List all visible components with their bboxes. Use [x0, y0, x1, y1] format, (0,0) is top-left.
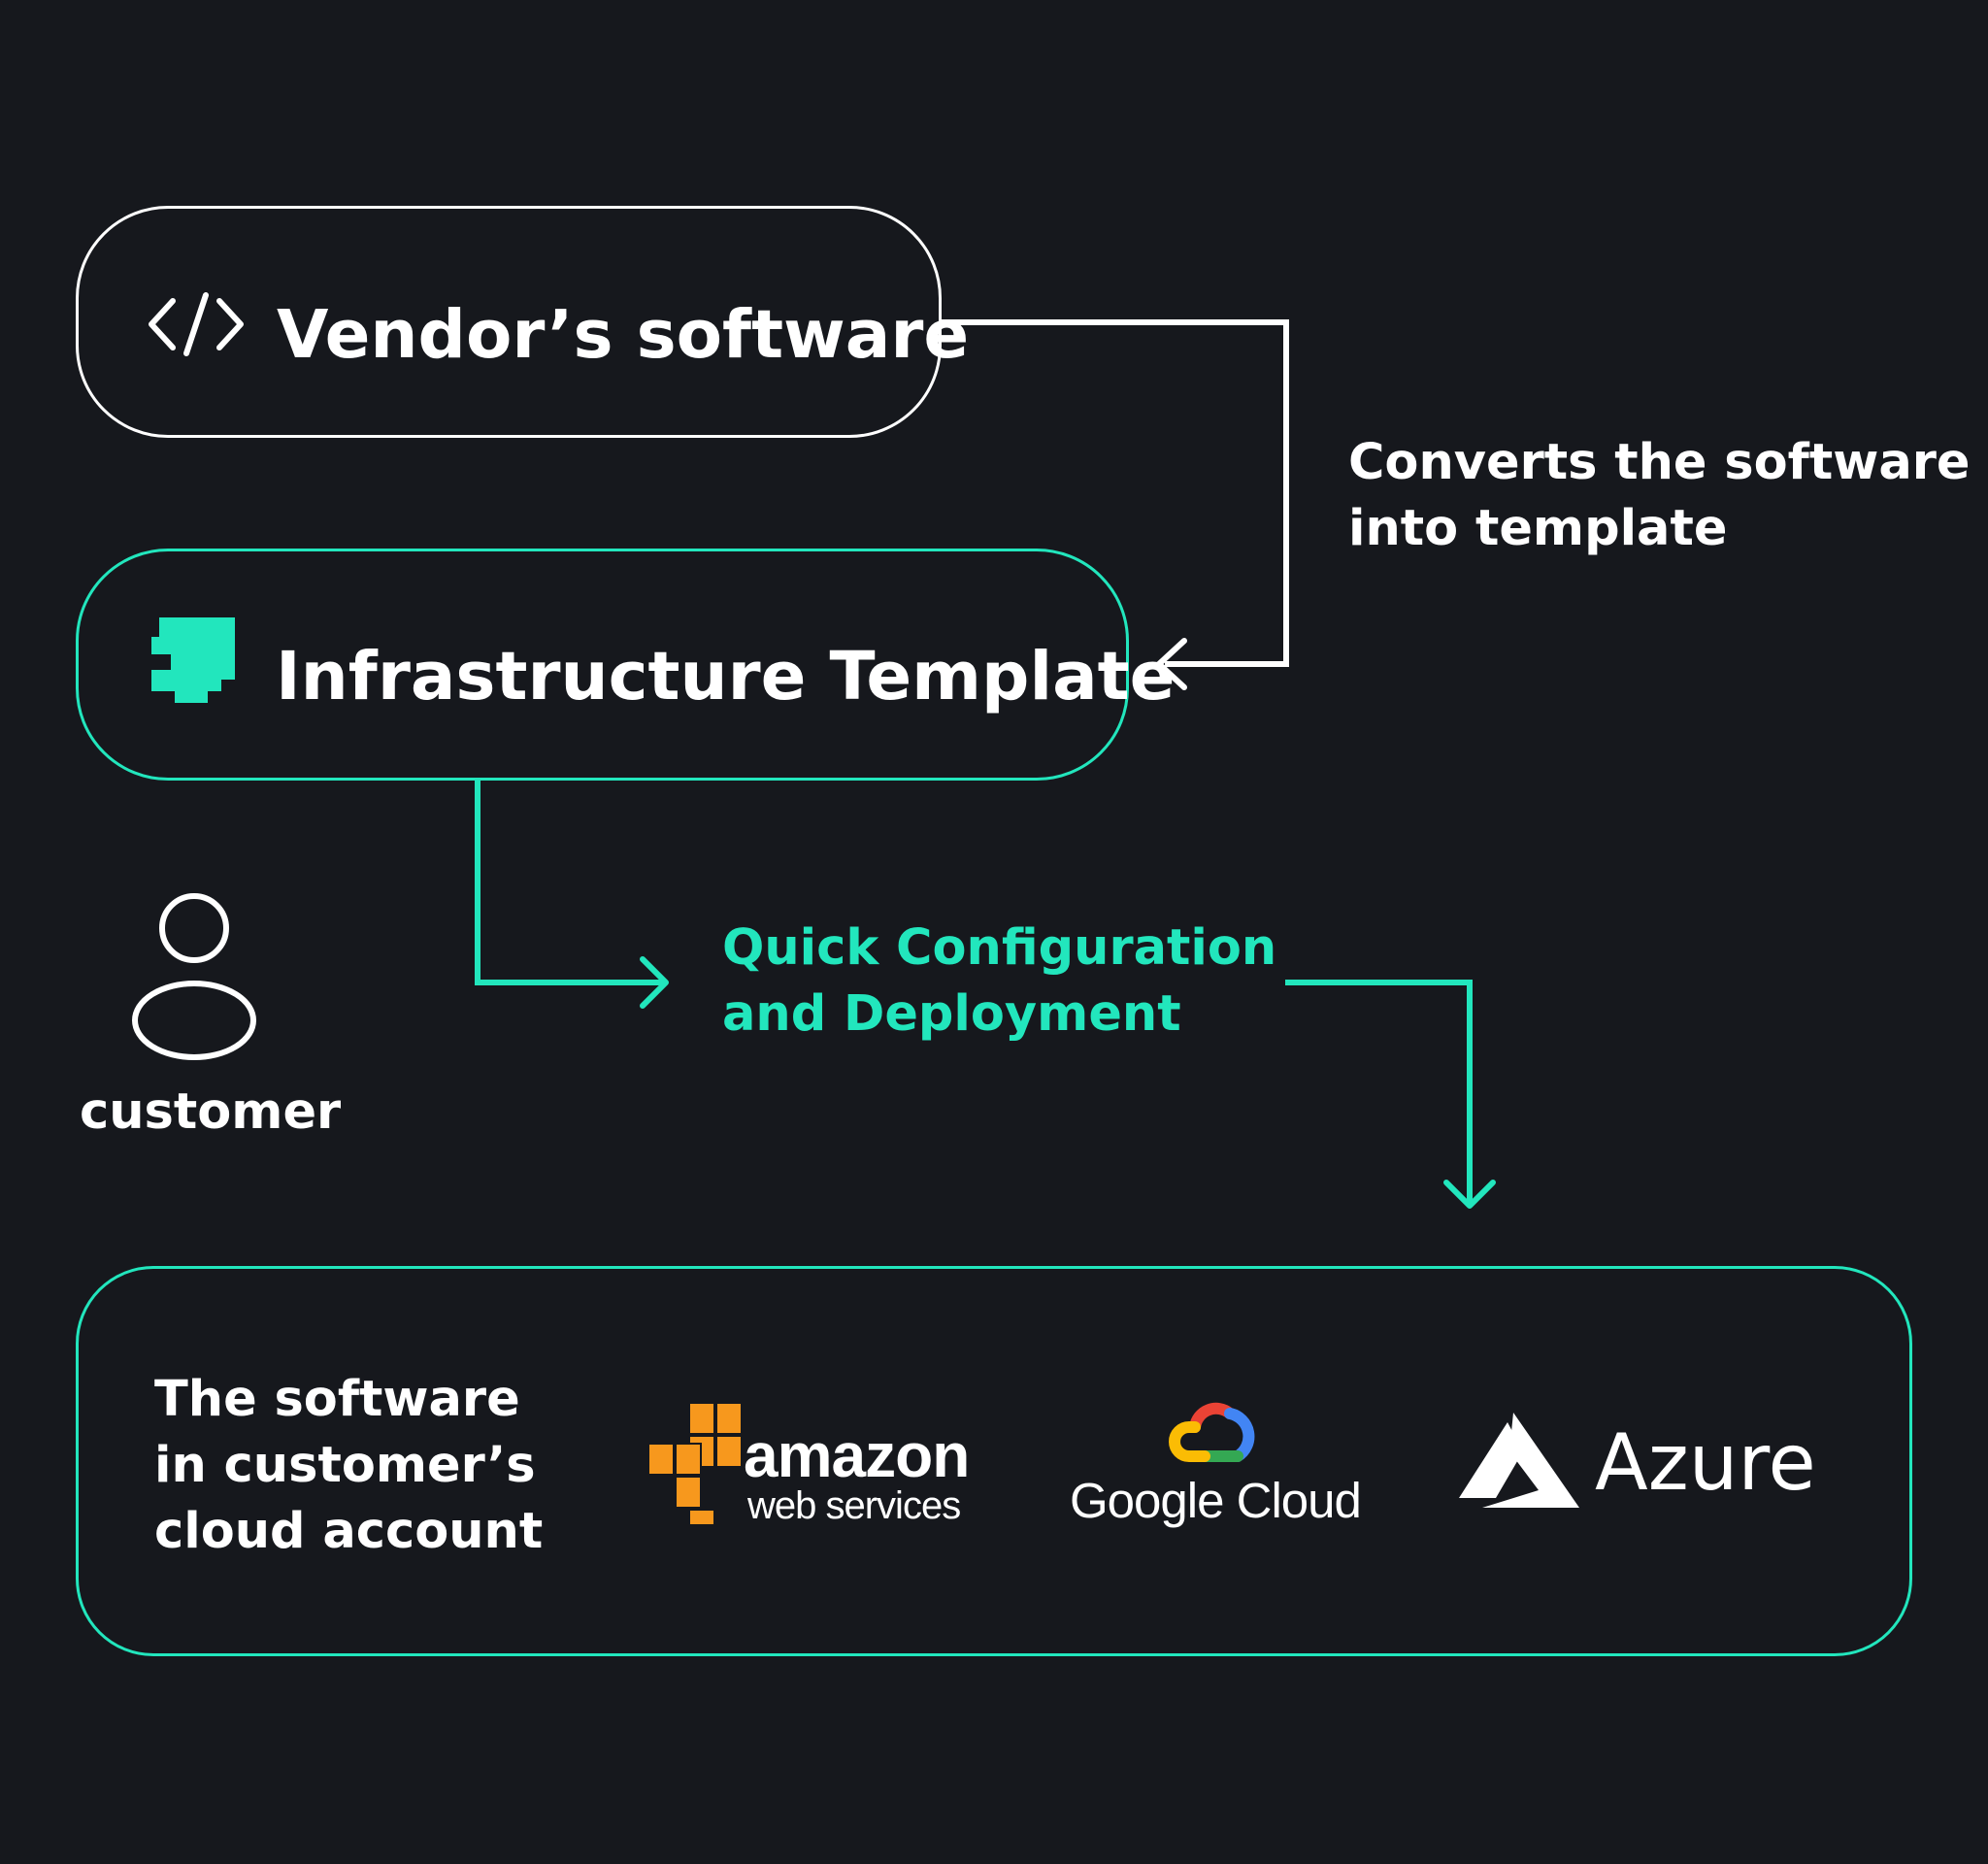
quick-config-note-line-1: Quick Configuration — [722, 919, 1277, 977]
quick-config-note-line-2: and Deployment — [722, 985, 1181, 1043]
google-cloud-logo: Google Cloud — [1069, 1394, 1399, 1540]
config-to-cloud-connector — [1285, 980, 1473, 1202]
aws-cubes-icon — [647, 1402, 743, 1526]
google-cloud-icon — [1169, 1402, 1255, 1462]
cloud-account-text: The software in customer’s cloud account — [154, 1367, 543, 1565]
google-cloud-wordmark: Google Cloud — [1070, 1473, 1362, 1528]
cloud-account-text-line-1: The software — [154, 1371, 520, 1428]
template-icon — [151, 617, 235, 703]
person-icon — [132, 893, 256, 1060]
azure-wordmark: Azure — [1595, 1417, 1816, 1508]
config-to-cloud-arrowhead — [1443, 1180, 1496, 1209]
converts-note-line-2: into template — [1348, 500, 1728, 557]
customer-label: customer — [80, 1083, 342, 1141]
aws-logo-web-services-word: web services — [747, 1484, 961, 1527]
converts-note-line-1: Converts the software — [1348, 434, 1971, 491]
template-to-config-connector — [475, 781, 664, 985]
vendor-software-label: Vendor’s software — [277, 296, 970, 374]
cloud-account-text-line-2: in customer’s — [154, 1437, 536, 1494]
vendor-software-box: Vendor’s software — [76, 206, 969, 438]
customer-cloud-box: The software in customer’s cloud account… — [76, 1266, 1912, 1656]
converts-note: Converts the software into template — [1348, 430, 1971, 562]
infrastructure-template-box: Infrastructure Template — [76, 549, 1175, 781]
aws-logo-amazon-word: amazon — [744, 1420, 970, 1490]
azure-logo: Azure — [1455, 1413, 1843, 1519]
infrastructure-template-label: Infrastructure Template — [276, 638, 1176, 716]
aws-logo: amazon web services — [646, 1401, 1054, 1527]
cloud-account-text-line-3: cloud account — [154, 1503, 544, 1560]
quick-config-note: Quick Configuration and Deployment — [722, 915, 1276, 1048]
azure-icon — [1459, 1413, 1579, 1508]
template-to-config-arrowhead — [640, 956, 669, 1009]
code-icon — [149, 292, 244, 356]
